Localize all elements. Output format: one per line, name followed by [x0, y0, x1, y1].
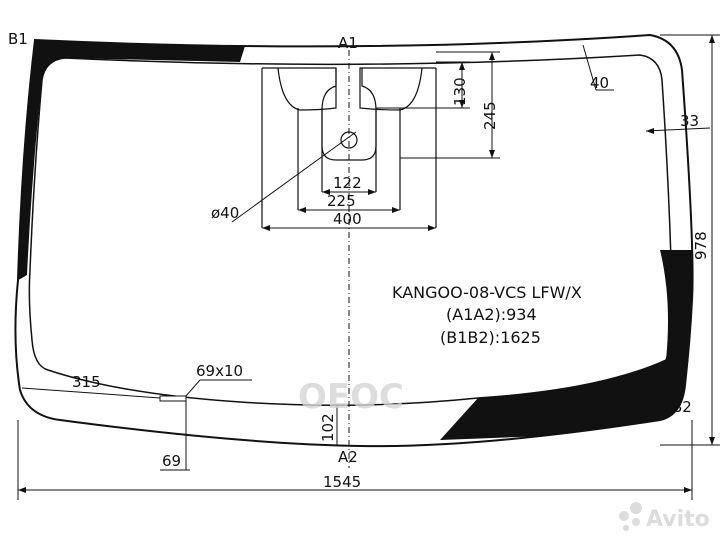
- svg-text:Avito: Avito: [646, 507, 710, 532]
- part-a1a2: (A1A2):934: [446, 305, 537, 324]
- dim-69: 69: [162, 452, 181, 470]
- ceramic-band-right: [440, 250, 693, 440]
- dim-315: 315: [72, 373, 101, 391]
- dim-245: 245: [481, 101, 499, 130]
- dim-diameter-40: ø40: [211, 204, 239, 222]
- dim-40: 40: [590, 74, 609, 92]
- dim-225: 225: [327, 192, 356, 210]
- dim-130: 130: [451, 77, 469, 106]
- dim-400: 400: [333, 210, 362, 228]
- part-b1b2: (B1B2):1625: [440, 328, 541, 347]
- dim-69x10: 69x10: [196, 362, 243, 380]
- dim-978: 978: [692, 231, 710, 260]
- mirror-area: [261, 67, 437, 228]
- arrowheads: [18, 35, 715, 493]
- watermark-avito: Avito: [619, 502, 710, 532]
- dim-1545: 1545: [323, 473, 361, 491]
- sensor-pad: [321, 68, 377, 161]
- sensor-circle: [340, 131, 358, 149]
- dimension-lines: [17, 34, 720, 500]
- point-a1: A1: [338, 34, 358, 52]
- dim-33: 33: [680, 112, 699, 130]
- point-b1: B1: [8, 30, 28, 48]
- point-a2: A2: [338, 448, 358, 466]
- dim-122: 122: [333, 174, 362, 192]
- windshield-glass: [14, 33, 694, 448]
- dim-102: 102: [319, 413, 337, 442]
- point-b2: B2: [672, 398, 692, 416]
- part-code: KANGOO-08-VCS LFW/X: [392, 283, 582, 302]
- watermark-oeoc: ОЕОС: [298, 377, 404, 417]
- windshield-outer-edge: [14, 33, 694, 448]
- windshield-inner-edge: [28, 54, 674, 406]
- cutout-69x10: [159, 395, 187, 402]
